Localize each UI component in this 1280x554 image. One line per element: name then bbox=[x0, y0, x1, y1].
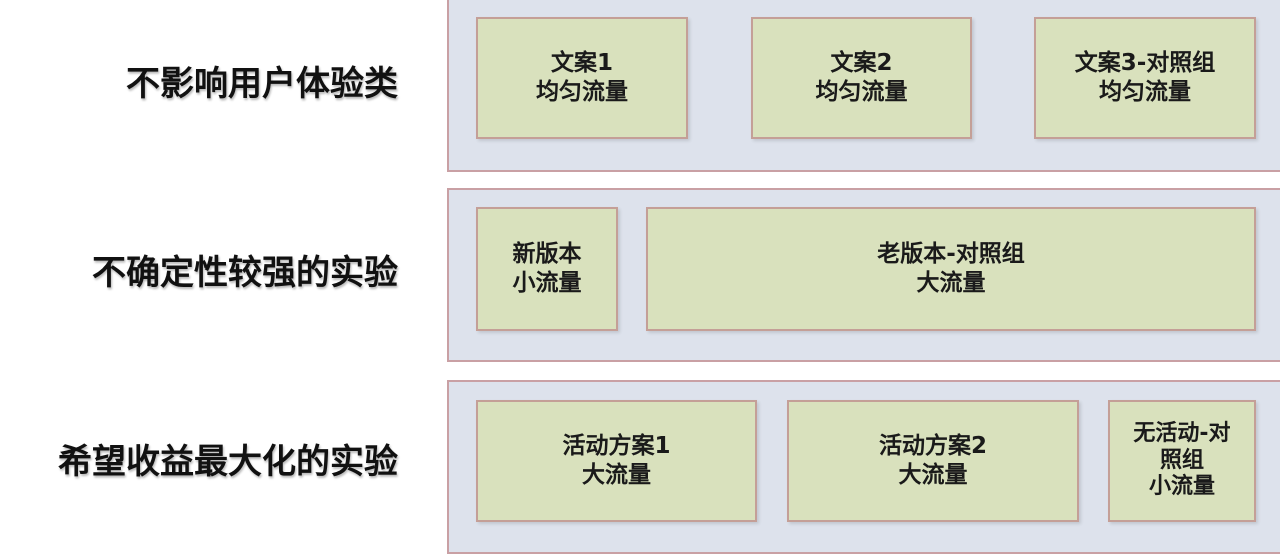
variant-title: 文案2 bbox=[830, 49, 893, 76]
row-label-user-experience: 不影响用户体验类 bbox=[126, 64, 398, 104]
experiment-panel-maximize-revenue: 活动方案1 大流量 活动方案2 大流量 无活动-对 照组 小流量 bbox=[447, 380, 1280, 554]
variant-traffic: 小流量 bbox=[1148, 474, 1215, 500]
variant-box-copy-1: 文案1 均匀流量 bbox=[476, 17, 688, 139]
variant-traffic: 大流量 bbox=[916, 270, 986, 296]
variant-box-no-campaign-control: 无活动-对 照组 小流量 bbox=[1108, 400, 1256, 522]
variant-title-continued: 照组 bbox=[1159, 447, 1204, 473]
variant-title: 文案1 bbox=[550, 49, 613, 76]
experiment-panel-high-uncertainty: 新版本 小流量 老版本-对照组 大流量 bbox=[447, 188, 1280, 362]
variant-title: 活动方案2 bbox=[878, 432, 987, 459]
variant-title: 新版本 bbox=[512, 240, 582, 267]
experiment-panel-user-experience: 文案1 均匀流量 文案2 均匀流量 文案3-对照组 均匀流量 bbox=[447, 0, 1280, 172]
variant-title: 活动方案1 bbox=[562, 432, 671, 459]
row-label-high-uncertainty: 不确定性较强的实验 bbox=[92, 253, 398, 293]
variant-box-copy-2: 文案2 均匀流量 bbox=[751, 17, 972, 139]
variant-traffic: 小流量 bbox=[512, 270, 582, 296]
variant-box-old-version-control: 老版本-对照组 大流量 bbox=[646, 207, 1256, 331]
variant-traffic: 大流量 bbox=[582, 462, 651, 488]
variant-box-copy-3-control: 文案3-对照组 均匀流量 bbox=[1034, 17, 1256, 139]
variant-box-new-version: 新版本 小流量 bbox=[476, 207, 618, 331]
variant-traffic: 均匀流量 bbox=[815, 79, 908, 105]
variant-box-campaign-2: 活动方案2 大流量 bbox=[787, 400, 1079, 522]
variant-traffic: 均匀流量 bbox=[536, 79, 628, 105]
variant-title: 无活动-对 bbox=[1133, 420, 1231, 446]
variant-title: 老版本-对照组 bbox=[877, 240, 1025, 267]
variant-traffic: 大流量 bbox=[898, 462, 968, 488]
row-label-maximize-revenue: 希望收益最大化的实验 bbox=[58, 442, 398, 482]
variant-box-campaign-1: 活动方案1 大流量 bbox=[476, 400, 757, 522]
variant-title: 文案3-对照组 bbox=[1074, 49, 1216, 76]
variant-traffic: 均匀流量 bbox=[1099, 79, 1191, 105]
